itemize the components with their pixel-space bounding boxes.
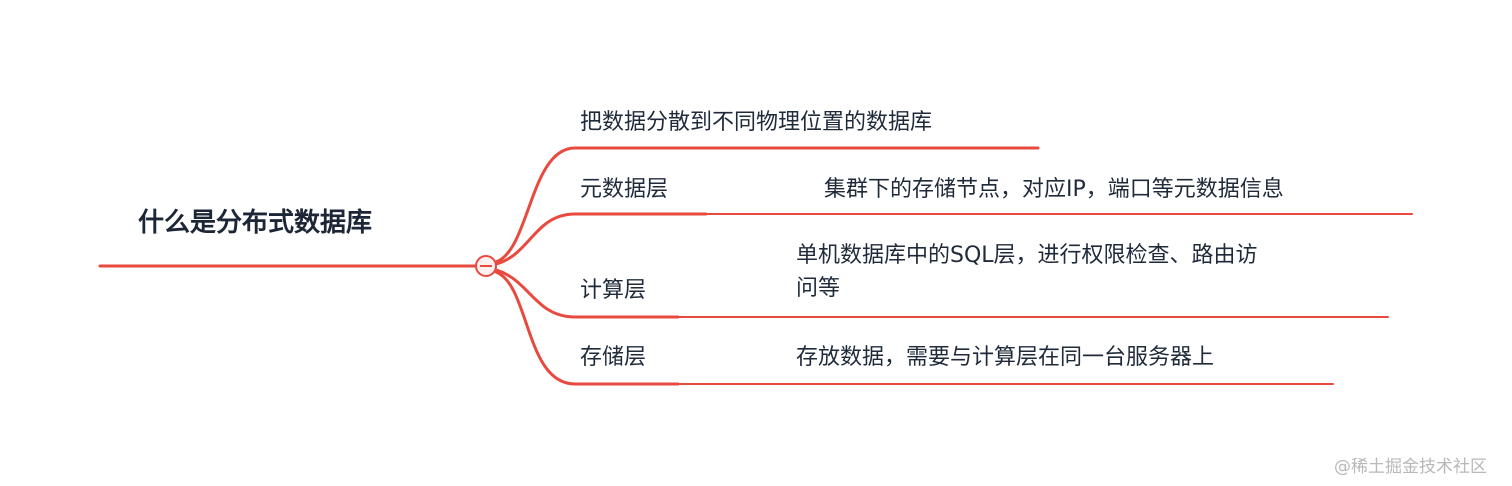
collapse-toggle-button[interactable] <box>474 255 496 277</box>
branch-compute-layer[interactable]: 计算层 <box>580 278 647 303</box>
watermark: @稀土掘金技术社区 <box>1334 457 1487 477</box>
root-node[interactable]: 什么是分布式数据库 <box>138 208 373 238</box>
branch-storage-layer[interactable]: 存储层 <box>580 345 647 370</box>
branch-metadata-layer[interactable]: 元数据层 <box>580 177 669 202</box>
compute-layer-detail-line1[interactable]: 单机数据库中的SQL层，进行权限检查、路由访 <box>796 243 1258 268</box>
branch-definition[interactable]: 把数据分散到不同物理位置的数据库 <box>580 110 933 135</box>
storage-layer-detail[interactable]: 存放数据，需要与计算层在同一台服务器上 <box>796 345 1215 370</box>
metadata-layer-detail[interactable]: 集群下的存储节点，对应IP，端口等元数据信息 <box>824 177 1284 202</box>
compute-layer-detail-line2[interactable]: 问等 <box>796 276 841 301</box>
